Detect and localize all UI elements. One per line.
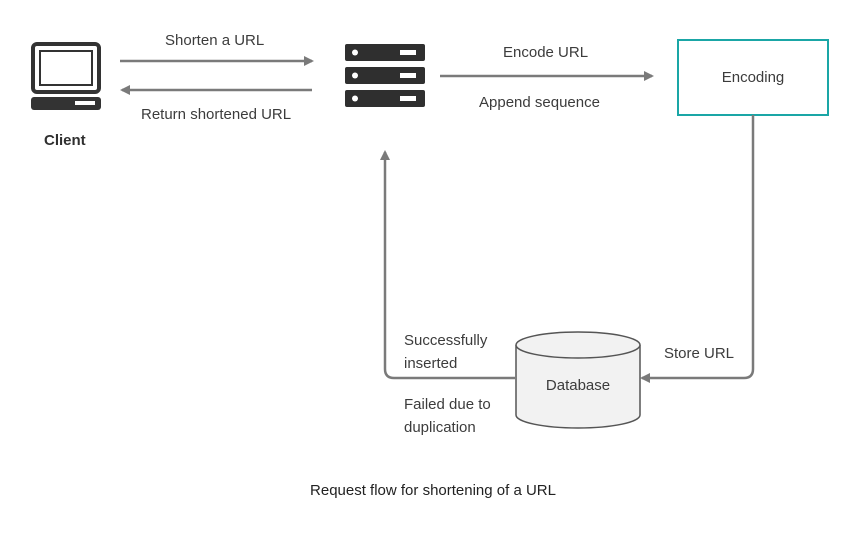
desktop-computer-icon <box>31 42 101 110</box>
edge-label-success-1: Successfully <box>404 332 488 349</box>
client-label: Client <box>44 132 86 149</box>
edge-label-return: Return shortened URL <box>141 106 292 123</box>
edge-label-shorten: Shorten a URL <box>165 32 265 49</box>
arrow-store <box>640 115 755 383</box>
edge-label-failed-1: Failed due to <box>404 396 491 413</box>
edge-label-append: Append sequence <box>479 94 600 111</box>
server-rack-icon <box>345 44 425 107</box>
diagram-caption: Request flow for shortening of a URL <box>310 482 556 499</box>
edge-label-success-2: inserted <box>404 355 458 372</box>
edge-label-encode: Encode URL <box>503 44 589 61</box>
encoding-label: Encoding <box>721 69 785 86</box>
edge-label-store: Store URL <box>664 345 735 362</box>
arrow-db-to-server <box>380 150 515 380</box>
database-label: Database <box>545 377 611 394</box>
database-cylinder-icon <box>515 331 641 429</box>
edge-label-failed-2: duplication <box>404 419 476 436</box>
encoding-box <box>677 39 829 116</box>
